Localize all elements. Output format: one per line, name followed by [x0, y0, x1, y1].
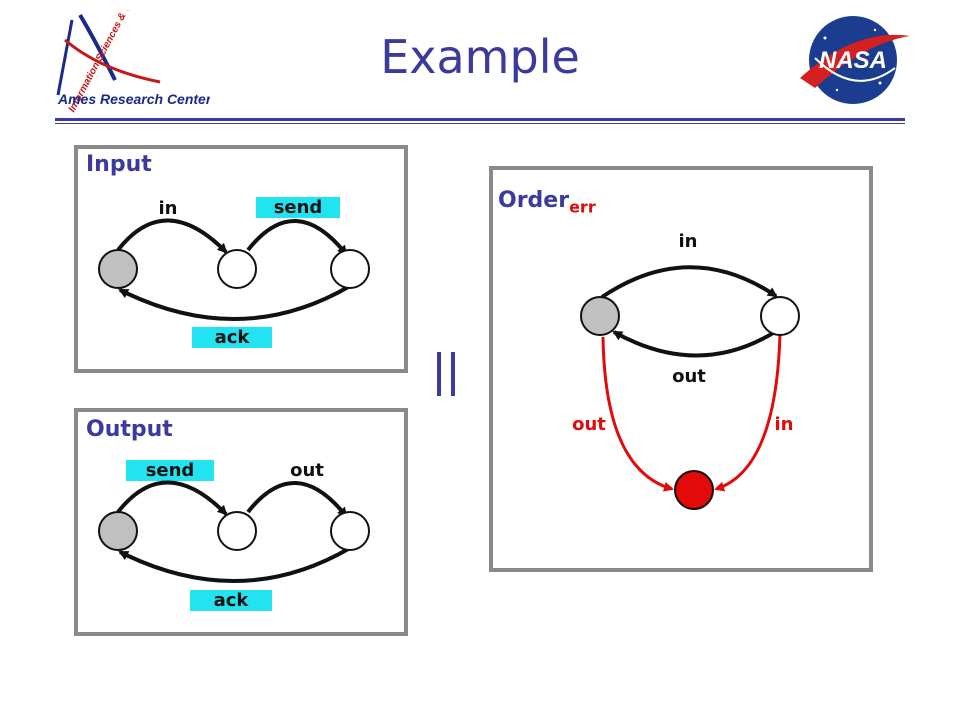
page-title: Example	[380, 30, 580, 84]
input-edge-send	[246, 219, 348, 256]
output-edge-out	[246, 481, 348, 518]
parallel-operator-bar-right	[451, 352, 455, 396]
order-edge-in-err-label: in	[774, 414, 794, 435]
order-edge-in-top-label: in	[678, 231, 698, 252]
output-panel-title: Output	[86, 417, 173, 442]
order-edge-out-err-label: out	[572, 414, 606, 435]
output-state-initial	[98, 511, 138, 551]
output-edge-out-label: out	[290, 460, 324, 481]
order-err-diagram	[580, 265, 800, 510]
order-edge-out-back	[612, 328, 780, 358]
order-err-panel	[489, 166, 873, 572]
output-state-3	[330, 511, 370, 551]
order-state-error	[674, 470, 714, 510]
input-edge-ack	[118, 284, 352, 321]
header-rule	[55, 118, 905, 121]
input-edge-in	[116, 218, 228, 254]
output-state-2	[217, 511, 257, 551]
order-err-title-subscript: err	[569, 197, 596, 217]
input-state-initial	[98, 249, 138, 289]
ames-logo-text: Ames Research Center	[57, 91, 210, 107]
input-edge-in-label: in	[158, 198, 178, 219]
input-diagram	[98, 218, 370, 321]
input-edge-send-label: send	[256, 197, 340, 218]
order-edge-out-err	[601, 336, 674, 492]
input-panel-title: Input	[86, 152, 152, 177]
output-diagram	[98, 480, 370, 583]
input-state-3	[330, 249, 370, 289]
order-edge-in-err	[714, 333, 782, 492]
output-edge-send-label: send	[126, 460, 214, 481]
order-err-title-main: Order	[498, 188, 570, 213]
order-edge-in-top	[600, 265, 778, 299]
nasa-logo: NASA	[800, 16, 910, 104]
ames-logo: Information Sciences & Technology Ames R…	[56, 10, 210, 114]
header-rule-thin	[55, 123, 905, 124]
output-edge-ack-label: ack	[190, 590, 272, 611]
order-state-2	[760, 296, 800, 336]
order-err-panel-title: Ordererr	[498, 188, 596, 216]
order-state-initial	[580, 296, 620, 336]
parallel-operator-bar-left	[437, 352, 441, 396]
nasa-logo-text: NASA	[819, 47, 887, 74]
output-edge-ack	[118, 546, 352, 583]
input-edge-ack-label: ack	[192, 327, 272, 348]
order-edge-out-back-label: out	[672, 366, 706, 387]
output-edge-send	[116, 480, 228, 516]
input-state-2	[217, 249, 257, 289]
